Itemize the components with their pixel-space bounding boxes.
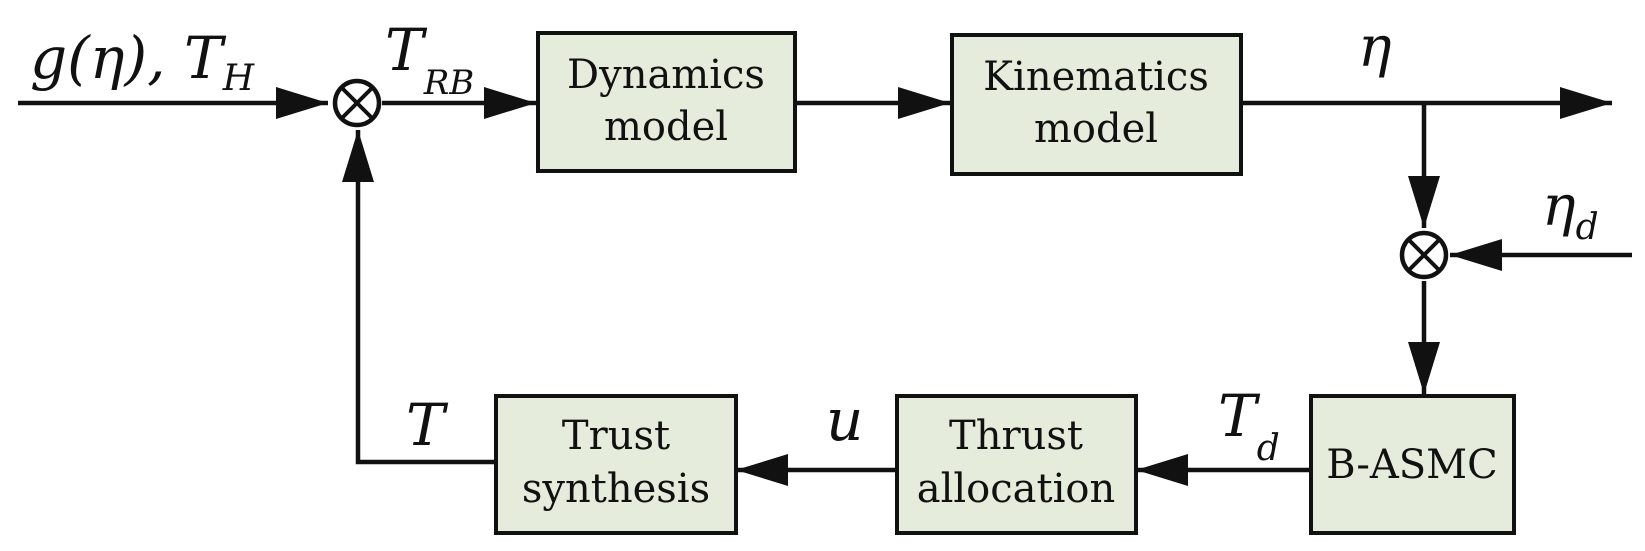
kinematics-model-block: Kinematics model [950, 33, 1243, 176]
eta-d-signal-label: ηd [1542, 174, 1599, 248]
sum-to-dynamics-arrowhead [484, 87, 536, 119]
t-feedback-label: T [406, 391, 449, 459]
output-eta-arrowhead [1560, 87, 1612, 119]
input-arrowhead [276, 87, 328, 119]
t-rb-signal-label: TRB [385, 16, 474, 103]
dynamics-model-block: Dynamics model [536, 31, 797, 173]
eta-output-label: η [1358, 15, 1392, 80]
basmc-to-allocation-arrowhead [1136, 454, 1188, 486]
error-to-basmc-arrowhead [1408, 342, 1440, 394]
u-signal-label: u [826, 386, 863, 454]
synthesis-feedback-line [355, 130, 496, 465]
synthesis-feedback-arrowhead [342, 130, 374, 182]
summing-junction-top [332, 78, 382, 128]
feedback-down-arrowhead [1408, 176, 1440, 228]
dynamics-model-label-line1: Dynamics [567, 52, 765, 98]
trust-synthesis-label-line2: synthesis [522, 466, 710, 512]
thrust-allocation-label-line2: allocation [917, 466, 1115, 512]
kinematics-model-label-line1: Kinematics [983, 54, 1209, 100]
trust-synthesis-label-line1: Trust [562, 413, 670, 459]
input-signal-label: g(η), TH [30, 24, 255, 99]
t-d-signal-label: Td [1218, 382, 1280, 469]
dynamics-model-label-line2: model [604, 104, 728, 150]
basmc-block: B-ASMC [1309, 394, 1516, 535]
dynamics-to-kinematics-arrowhead [898, 87, 950, 119]
kinematics-model-label-line2: model [1034, 106, 1158, 152]
basmc-label: B-ASMC [1326, 442, 1498, 488]
thrust-allocation-label-line1: Thrust [949, 413, 1083, 459]
trust-synthesis-block: Trust synthesis [494, 394, 738, 535]
eta-d-input-arrowhead [1450, 239, 1502, 271]
allocation-to-synthesis-arrowhead [736, 454, 788, 486]
thrust-allocation-block: Thrust allocation [895, 394, 1138, 535]
summing-junction-right [1399, 230, 1449, 280]
